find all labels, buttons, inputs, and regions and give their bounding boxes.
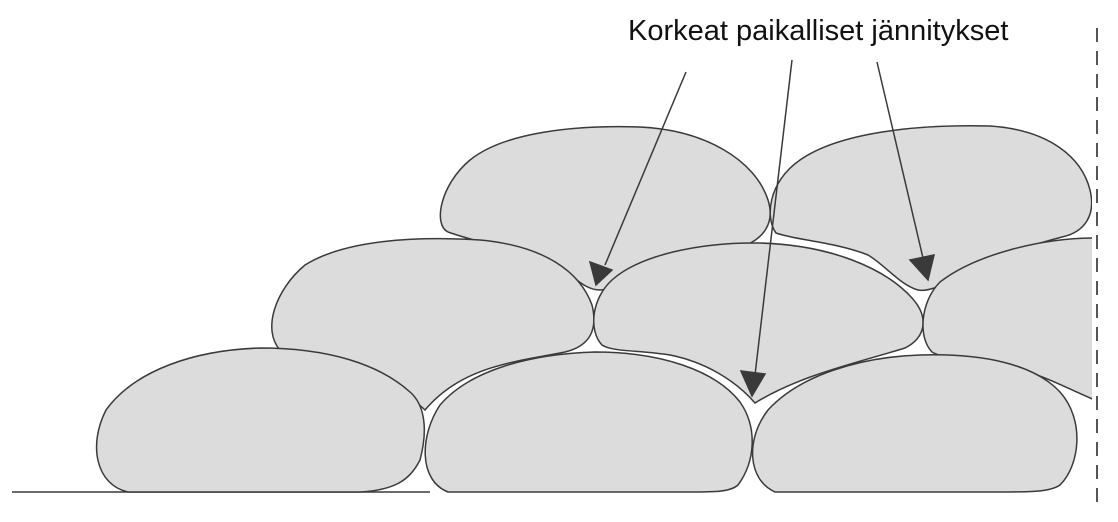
annotation-label: Korkeat paikalliset jännitykset	[628, 15, 1008, 47]
bag-row1-left	[95, 347, 426, 493]
arrow-down-icon	[588, 260, 614, 287]
arrow-down-icon	[908, 254, 936, 282]
bag-row1-right	[751, 354, 1078, 493]
arrow-down-icon	[739, 370, 767, 398]
arrow-line-right	[876, 61, 924, 259]
arrow-line-center	[754, 59, 793, 376]
arrow-line-left	[604, 71, 687, 266]
bag-row1-center	[424, 351, 753, 493]
bag-row2-center	[593, 242, 924, 404]
